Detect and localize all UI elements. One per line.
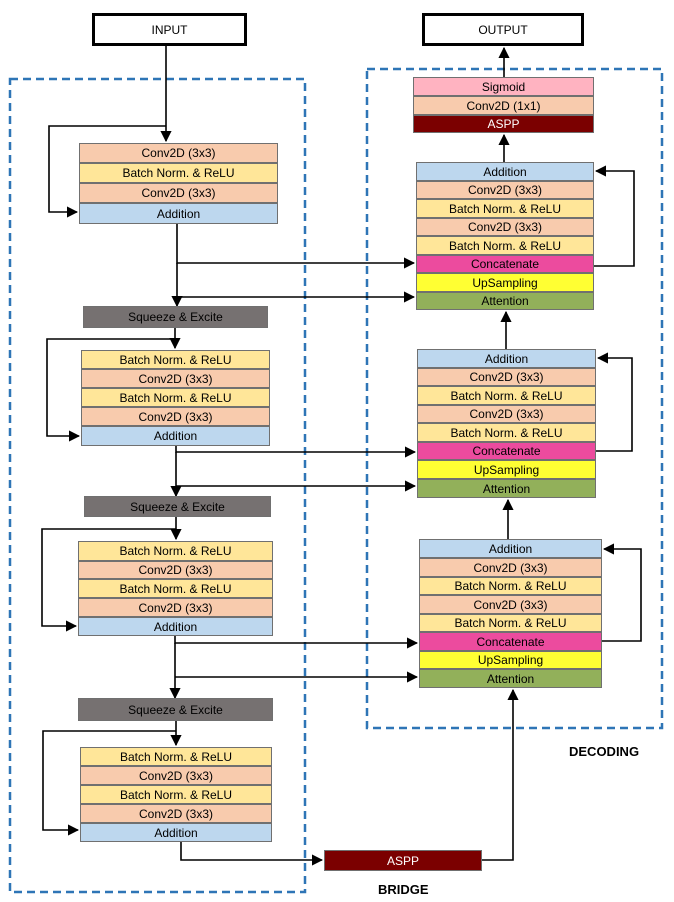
addition-layer: Addition	[79, 203, 278, 224]
upsampling-layer: UpSampling	[416, 273, 594, 292]
addition-layer: Addition	[78, 617, 273, 636]
batchnorm-relu-layer: Batch Norm. & ReLU	[419, 614, 602, 632]
bridge-aspp-block: ASPP	[324, 850, 482, 871]
skip-loop-line	[41, 528, 176, 632]
conv2d-1x1-layer: Conv2D (1x1)	[413, 96, 594, 115]
batchnorm-relu-layer: Batch Norm. & ReLU	[416, 236, 594, 255]
decoding-label: DECODING	[569, 744, 640, 759]
batchnorm-relu-layer: Batch Norm. & ReLU	[80, 747, 272, 766]
skip-loop-line	[46, 338, 175, 442]
upsampling-layer: UpSampling	[419, 651, 602, 669]
skip-line	[176, 224, 416, 269]
conv2d-3x3-layer: Conv2D (3x3)	[419, 558, 602, 577]
batchnorm-relu-layer: Batch Norm. & ReLU	[416, 199, 594, 218]
batchnorm-relu-layer: Batch Norm. & ReLU	[417, 423, 596, 442]
concatenate-layer: Concatenate	[417, 442, 596, 460]
batchnorm-relu-layer: Batch Norm. & ReLU	[81, 350, 270, 369]
addition-layer: Addition	[417, 349, 596, 368]
concatenate-layer: Concatenate	[416, 255, 594, 273]
squeeze-excite-block: Squeeze & Excite	[78, 698, 273, 721]
batchnorm-relu-layer: Batch Norm. & ReLU	[80, 785, 272, 804]
conv2d-3x3-layer: Conv2D (3x3)	[80, 804, 272, 823]
batchnorm-relu-layer: Batch Norm. & ReLU	[78, 579, 273, 598]
decoder-frame	[365, 67, 664, 730]
residual-loop-line	[594, 165, 635, 267]
upsampling-layer: UpSampling	[417, 460, 596, 479]
head-aspp-layer: ASPP	[413, 115, 594, 133]
input-box: INPUT	[92, 13, 247, 46]
bridge-in-line	[180, 842, 324, 866]
bridge-label: BRIDGE	[378, 882, 429, 897]
residual-loop-line	[596, 352, 633, 452]
conv2d-3x3-layer: Conv2D (3x3)	[81, 369, 270, 388]
attention-layer: Attention	[419, 669, 602, 688]
batchnorm-relu-layer: Batch Norm. & ReLU	[81, 388, 270, 407]
batchnorm-relu-layer: Batch Norm. & ReLU	[78, 541, 273, 561]
batchnorm-relu-layer: Batch Norm. & ReLU	[79, 163, 278, 183]
conv2d-3x3-layer: Conv2D (3x3)	[79, 143, 278, 163]
output-box: OUTPUT	[422, 13, 584, 46]
conv2d-3x3-layer: Conv2D (3x3)	[78, 561, 273, 579]
batchnorm-relu-layer: Batch Norm. & ReLU	[419, 577, 602, 595]
conv2d-3x3-layer: Conv2D (3x3)	[81, 407, 270, 426]
encoder-frame	[8, 77, 307, 894]
conv2d-3x3-layer: Conv2D (3x3)	[416, 218, 594, 236]
sigmoid-layer: Sigmoid	[413, 77, 594, 96]
addition-layer: Addition	[419, 539, 602, 558]
addition-layer: Addition	[416, 162, 594, 181]
squeeze-excite-block: Squeeze & Excite	[84, 496, 271, 517]
conv2d-3x3-layer: Conv2D (3x3)	[80, 766, 272, 785]
residual-loop-line	[602, 543, 642, 642]
addition-layer: Addition	[80, 823, 272, 842]
conv2d-3x3-layer: Conv2D (3x3)	[419, 595, 602, 614]
attention-layer: Attention	[416, 292, 594, 310]
skip-line	[174, 636, 419, 649]
attention-layer: Attention	[417, 479, 596, 498]
bridge-out-line	[482, 688, 519, 861]
concatenate-layer: Concatenate	[419, 632, 602, 651]
skip-loop-line	[48, 125, 166, 218]
conv2d-3x3-layer: Conv2D (3x3)	[417, 368, 596, 386]
conv2d-3x3-layer: Conv2D (3x3)	[417, 405, 596, 423]
conv2d-3x3-layer: Conv2D (3x3)	[79, 183, 278, 203]
squeeze-excite-block: Squeeze & Excite	[83, 306, 268, 328]
addition-layer: Addition	[81, 426, 270, 446]
batchnorm-relu-layer: Batch Norm. & ReLU	[417, 386, 596, 405]
skip-loop-line	[42, 730, 176, 836]
conv2d-3x3-layer: Conv2D (3x3)	[78, 598, 273, 617]
skip-line	[175, 446, 417, 458]
conv2d-3x3-layer: Conv2D (3x3)	[416, 181, 594, 199]
